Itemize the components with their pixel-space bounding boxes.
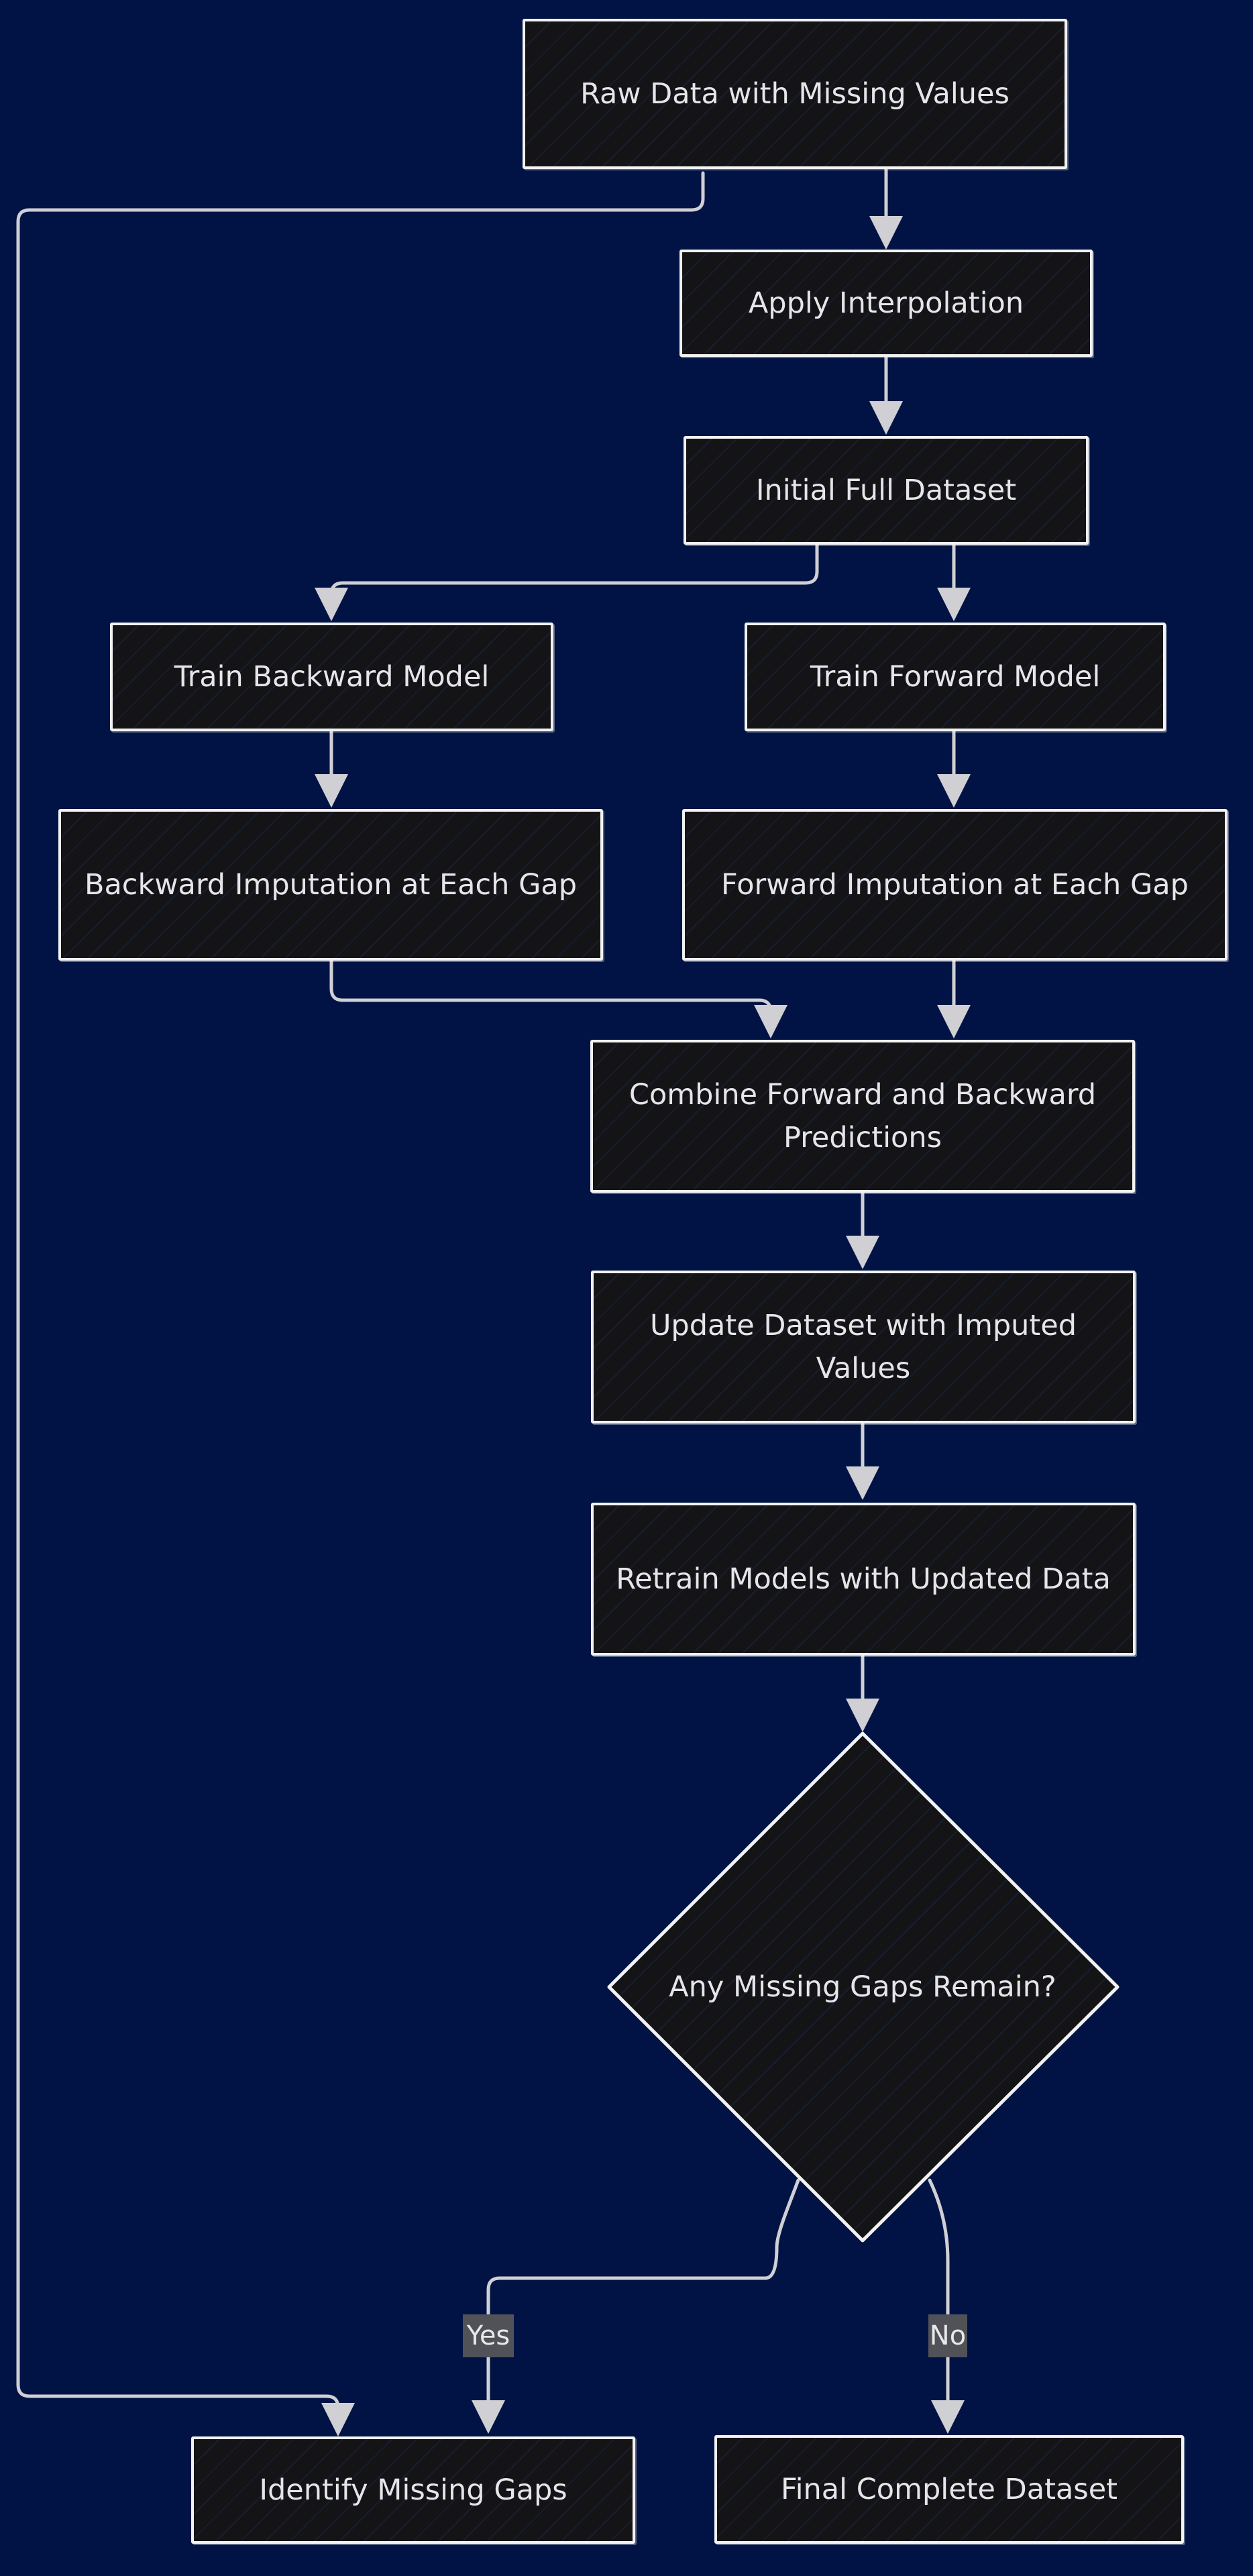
node-backward-imputation-label: Backward Imputation at Each Gap: [84, 868, 578, 902]
edge-label-no: No: [928, 2314, 967, 2357]
node-final-complete-dataset: Final Complete Dataset: [714, 2435, 1184, 2544]
edge-initial-to-backward-model: [315, 543, 819, 621]
node-identify-missing-gaps: Identify Missing Gaps: [191, 2436, 635, 2544]
node-apply-interpolation-label: Apply Interpolation: [748, 286, 1024, 320]
node-raw-data: Raw Data with Missing Values: [523, 19, 1067, 169]
node-initial-full-dataset-label: Initial Full Dataset: [755, 474, 1017, 507]
node-update-dataset-label: Update Dataset with Imputed Values: [649, 1309, 1077, 1385]
node-train-backward-model: Train Backward Model: [110, 623, 553, 731]
edge-label-yes: Yes: [463, 2314, 514, 2357]
node-raw-data-label: Raw Data with Missing Values: [580, 77, 1010, 111]
edge-backward-imputation-to-combine: [329, 959, 787, 1038]
node-update-dataset: Update Dataset with Imputed Values: [591, 1271, 1136, 1424]
node-initial-full-dataset: Initial Full Dataset: [684, 436, 1089, 545]
node-combine-predictions-label: Combine Forward and Backward Predictions: [629, 1078, 1097, 1155]
node-train-backward-model-label: Train Backward Model: [174, 660, 490, 694]
node-retrain-models-label: Retrain Models with Updated Data: [616, 1562, 1111, 1596]
node-combine-predictions: Combine Forward and Backward Predictions: [590, 1040, 1135, 1193]
node-forward-imputation-label: Forward Imputation at Each Gap: [721, 868, 1189, 902]
node-train-forward-model-label: Train Forward Model: [810, 660, 1101, 694]
decision-label: Any Missing Gaps Remain?: [669, 1970, 1056, 2004]
edge-raw-to-identify-gaps: [16, 171, 705, 2436]
node-apply-interpolation: Apply Interpolation: [679, 250, 1093, 357]
node-forward-imputation: Forward Imputation at Each Gap: [682, 809, 1228, 961]
node-backward-imputation: Backward Imputation at Each Gap: [58, 809, 603, 961]
edge-decision-yes: [472, 2178, 800, 2434]
node-final-complete-dataset-label: Final Complete Dataset: [780, 2473, 1118, 2506]
node-train-forward-model: Train Forward Model: [745, 623, 1166, 731]
edge-decision-no: [928, 2178, 965, 2434]
node-retrain-models: Retrain Models with Updated Data: [591, 1503, 1136, 1656]
node-identify-missing-gaps-label: Identify Missing Gaps: [259, 2473, 567, 2507]
